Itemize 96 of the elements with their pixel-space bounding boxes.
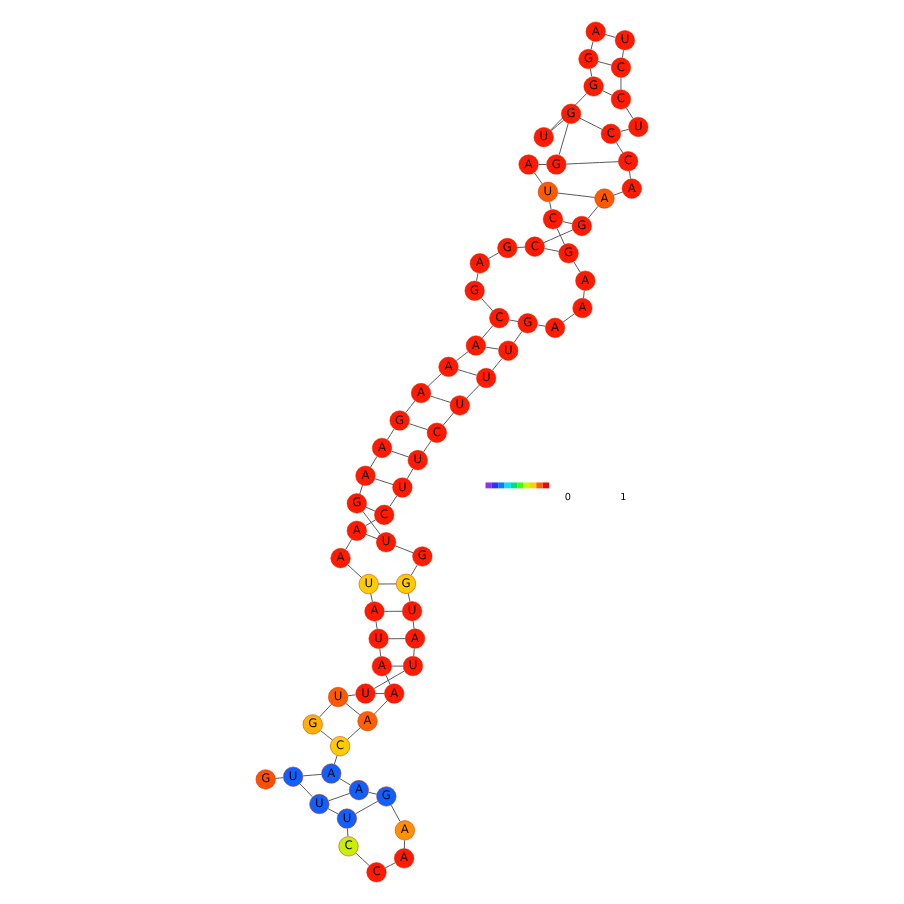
connector: [573, 261, 581, 273]
connector: [550, 119, 565, 132]
connector: [587, 205, 599, 219]
connector: [302, 773, 322, 777]
connector: [328, 792, 351, 802]
connector: [365, 519, 377, 527]
connector: [347, 694, 357, 697]
connector: [550, 92, 588, 131]
connector: [590, 41, 594, 50]
connector: [378, 583, 397, 585]
connector: [538, 164, 547, 165]
connector: [388, 638, 406, 640]
connector: [345, 702, 361, 716]
connector: [481, 325, 494, 339]
connector: [390, 804, 401, 822]
connector: [466, 384, 480, 399]
connector: [373, 670, 405, 690]
connector: [620, 128, 630, 132]
connector: [485, 346, 499, 350]
connector: [562, 221, 573, 225]
connector: [379, 648, 382, 657]
connector: [613, 191, 624, 196]
connector: [347, 828, 349, 837]
connector: [549, 201, 552, 210]
connector: [384, 862, 396, 869]
connector: [408, 423, 428, 431]
connector: [583, 290, 585, 299]
connector: [615, 141, 624, 154]
connector: [370, 455, 378, 468]
connector: [516, 246, 526, 248]
connector: [597, 61, 612, 66]
connector: [589, 68, 593, 77]
connector: [407, 592, 411, 602]
connector: [385, 674, 391, 686]
connector: [345, 538, 353, 550]
connector: [533, 172, 543, 185]
connector: [537, 324, 546, 327]
connector: [628, 170, 631, 180]
connector: [455, 351, 469, 362]
connector: [339, 778, 351, 786]
connector: [365, 533, 378, 540]
connector: [333, 755, 338, 765]
connector: [347, 727, 361, 740]
connector: [579, 117, 603, 130]
connector: [391, 665, 404, 667]
connector: [556, 228, 565, 245]
connector: [413, 648, 415, 657]
connector: [275, 777, 284, 779]
connector: [365, 506, 376, 512]
connector: [602, 90, 613, 96]
connector: [386, 428, 395, 441]
connector: [403, 839, 406, 850]
connector: [562, 313, 575, 323]
connector: [362, 510, 381, 535]
connector: [374, 700, 388, 715]
connector: [508, 319, 519, 323]
connector: [621, 49, 624, 59]
connector: [410, 564, 418, 576]
connector: [565, 161, 619, 165]
connector: [480, 297, 494, 312]
connector: [355, 800, 379, 815]
connector: [320, 730, 333, 741]
connector: [604, 34, 616, 38]
connector: [406, 468, 414, 480]
connector: [427, 373, 442, 387]
connector: [391, 450, 409, 458]
connector: [620, 77, 622, 91]
connector: [394, 545, 414, 554]
connector: [389, 495, 398, 507]
connector: [319, 703, 332, 718]
connector: [355, 852, 370, 867]
connector: [457, 369, 478, 376]
connector: [513, 330, 523, 344]
connector: [347, 564, 362, 578]
connector: [383, 610, 403, 612]
connector: [370, 593, 373, 603]
connector: [422, 440, 432, 453]
connector: [442, 412, 454, 426]
connector: [405, 400, 416, 414]
connector: [374, 478, 394, 486]
connector: [375, 620, 378, 630]
connector: [544, 248, 560, 252]
connector: [327, 808, 339, 815]
connector: [368, 791, 378, 795]
connector: [412, 620, 415, 630]
connector: [558, 122, 569, 156]
connector: [625, 107, 634, 120]
connector: [543, 229, 574, 244]
connector: [487, 252, 500, 260]
connector: [374, 693, 385, 695]
connector: [299, 783, 313, 798]
connector: [557, 192, 596, 198]
connector: [491, 358, 503, 371]
connector: [430, 395, 451, 403]
connector: [476, 272, 479, 282]
connector: [359, 484, 364, 495]
